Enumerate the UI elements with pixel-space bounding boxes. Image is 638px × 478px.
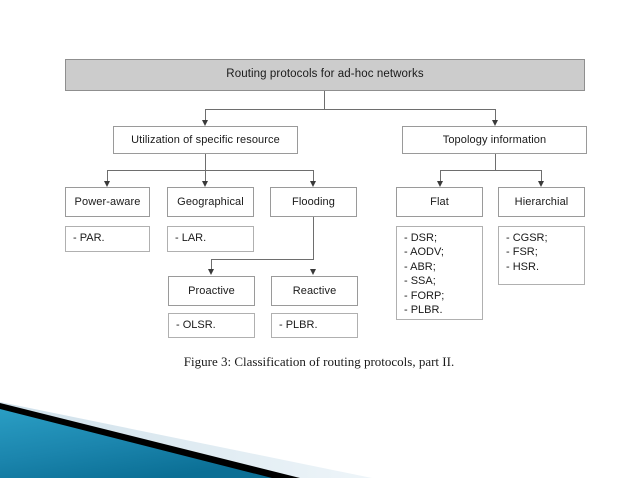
connector-left-drop-1 [205,170,206,182]
deco-pale-wedge [0,402,372,478]
node-power-aware: Power-aware [65,187,150,217]
node-level3-label-3: Flat [430,195,449,208]
list-geographical: - LAR. [167,226,254,252]
node-root: Routing protocols for ad-hoc networks [65,59,585,91]
connector-flooding-drop-0 [211,259,212,270]
list-flat: - DSR; - AODV; - ABR; - SSA; - FORP; - P… [396,226,483,320]
node-level3-label-1: Geographical [177,195,244,208]
node-level2-label-1: Topology information [442,133,547,146]
corner-decoration [0,402,372,478]
connector-root-bus [205,109,495,110]
arrowhead-hierarchial [538,181,544,187]
arrowhead-reactive [310,269,316,275]
arrowhead-power-aware [104,181,110,187]
connector-right-drop-1 [541,170,542,182]
node-reactive: Reactive [271,276,358,306]
node-level2-label-0: Utilization of specific resource [131,133,280,146]
node-level3-label-4: Hierarchial [514,195,569,208]
list-proactive: - OLSR. [168,313,255,338]
arrowhead-flooding [310,181,316,187]
list-hierarchial: - CGSR; - FSR; - HSR. [498,226,585,285]
connector-left-stem [205,154,206,170]
connector-root-to-right [495,109,496,122]
list-power-aware: - PAR. [65,226,150,252]
connector-right-drop-0 [440,170,441,182]
node-proactive: Proactive [168,276,255,306]
connector-root-to-left [205,109,206,122]
arrowhead-root-left [202,120,208,126]
node-topology-information: Topology information [402,126,587,154]
node-geographical: Geographical [167,187,254,217]
node-utilization-of-specific-resource: Utilization of specific resource [113,126,298,154]
deco-black-stripe [0,403,300,478]
node-level3-label-0: Power-aware [74,195,141,208]
deco-teal-wedge [0,409,272,478]
connector-left-drop-2 [313,170,314,182]
node-level4-label-1: Reactive [292,284,337,297]
figure-caption: Figure 3: Classification of routing prot… [183,354,455,369]
connector-left-bus [107,170,314,171]
connector-flooding-stem [313,217,314,259]
arrowhead-geographical [202,181,208,187]
arrowhead-flat [437,181,443,187]
connector-left-drop-0 [107,170,108,182]
node-root-label: Routing protocols for ad-hoc networks [226,68,424,81]
connector-right-stem [495,154,496,170]
arrowhead-proactive [208,269,214,275]
connector-right-bus [440,170,542,171]
connector-root-stem [324,91,325,109]
node-hierarchial: Hierarchial [498,187,585,217]
node-flooding: Flooding [270,187,357,217]
node-flat: Flat [396,187,483,217]
connector-flooding-bus [211,259,314,260]
node-level4-label-0: Proactive [188,284,235,297]
arrowhead-root-right [492,120,498,126]
list-reactive: - PLBR. [271,313,358,338]
node-level3-label-2: Flooding [292,195,335,208]
